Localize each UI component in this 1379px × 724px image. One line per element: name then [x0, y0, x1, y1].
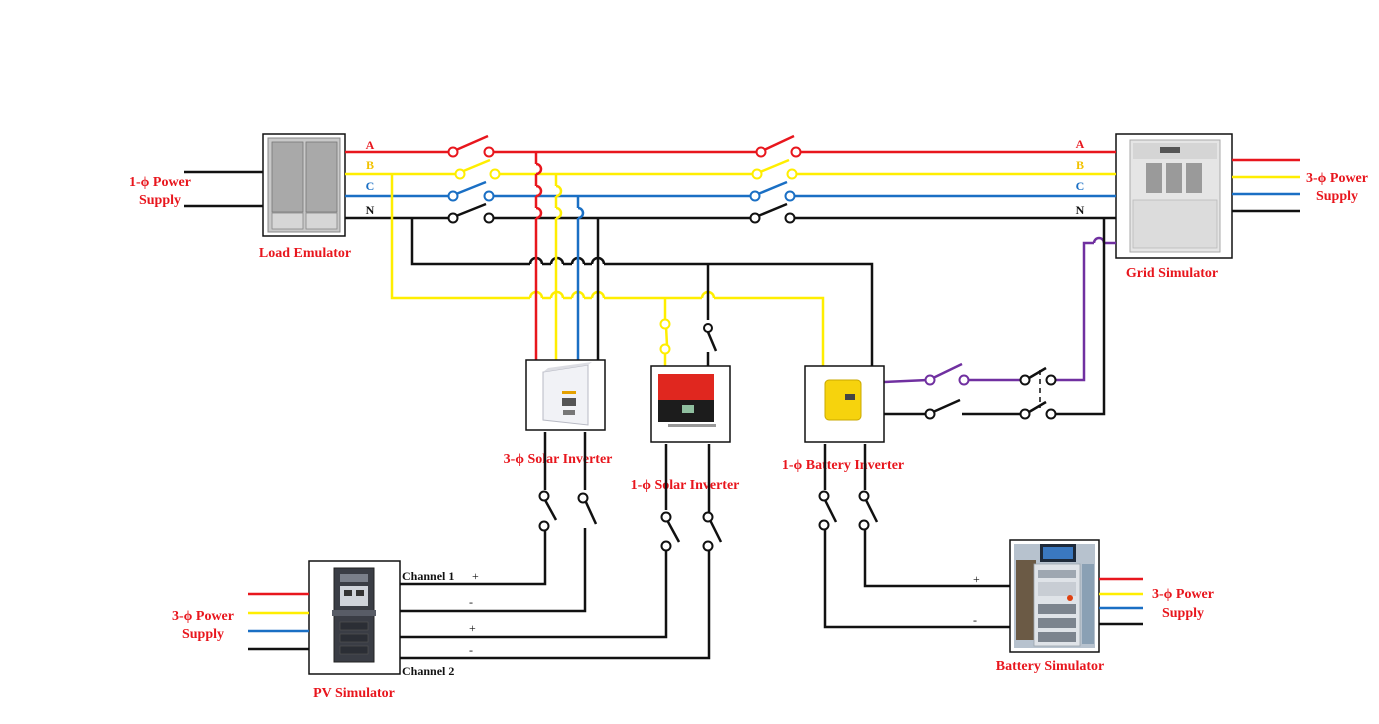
right-phase-c-label: C	[1076, 179, 1085, 193]
battery-terminal-labels: + -	[973, 572, 980, 627]
pv-channel-labels: Channel 1 + - + - Channel 2	[402, 569, 479, 678]
left-phase-a-label: A	[366, 138, 375, 152]
pv-supply: 3-ϕ Power Supply	[172, 592, 309, 651]
dc-wiring	[400, 432, 1010, 660]
pv-channel2-neg: -	[469, 643, 473, 657]
load-supply-label-line2: Supply	[139, 193, 181, 208]
left-neutral-label: N	[366, 203, 375, 217]
load-supply-label-line1: 1-ϕ Power	[129, 175, 191, 190]
battery-inverter-1ph: 1-ϕ Battery Inverter	[782, 365, 904, 473]
battery-simulator-label: Battery Simulator	[996, 659, 1104, 674]
left-phase-c-label: C	[366, 179, 375, 193]
right-neutral-label: N	[1076, 203, 1085, 217]
solar-inverter-3ph: 3-ϕ Solar Inverter	[504, 359, 613, 467]
pv-simulator: PV Simulator	[308, 560, 401, 701]
pv-channel1-label: Channel 1	[402, 569, 454, 583]
battery-inverter-1ph-label: 1-ϕ Battery Inverter	[782, 458, 904, 473]
load-supply: 1-ϕ Power Supply	[129, 170, 263, 208]
battery-simulator: Battery Simulator	[996, 539, 1104, 674]
pv-channel2-pos: +	[469, 621, 476, 635]
main-bus: A B C N A B C N	[345, 137, 1116, 220]
battery-rack-icon	[1014, 544, 1095, 648]
inverter-feed-switches	[659, 318, 1057, 420]
pv-channel2-label: Channel 2	[402, 664, 454, 678]
load-emulator-label: Load Emulator	[259, 246, 351, 261]
main-switch-left	[447, 134, 501, 224]
battery-supply: 3-ϕ Power Supply	[1099, 577, 1214, 626]
pv-rack-icon	[332, 567, 376, 663]
solar-inverter-1ph: 1-ϕ Solar Inverter	[631, 365, 740, 493]
solar-inverter-1ph-label: 1-ϕ Solar Inverter	[631, 478, 740, 493]
load-cabinet-icon	[267, 137, 341, 233]
solar-inverter-3ph-label: 3-ϕ Solar Inverter	[504, 452, 613, 467]
battery-supply-label-line1: 3-ϕ Power	[1152, 587, 1214, 602]
pv-supply-label-line2: Supply	[182, 627, 224, 642]
grid-simulator-icon	[1129, 139, 1221, 253]
battery-neg-label: -	[973, 613, 977, 627]
white-inverter-icon	[542, 362, 592, 426]
load-emulator: Load Emulator	[259, 133, 351, 261]
grid-simulator-label: Grid Simulator	[1126, 266, 1218, 281]
pv-simulator-label: PV Simulator	[313, 686, 395, 701]
red-inverter-icon	[658, 374, 716, 427]
main-switch-middle	[749, 134, 802, 224]
distribution-wiring	[390, 152, 1116, 416]
battery-pos-label: +	[973, 572, 980, 586]
pv-channel1-pos: +	[472, 569, 479, 583]
yellow-inverter-icon	[824, 379, 862, 421]
left-phase-b-label: B	[366, 158, 374, 172]
grid-supply-label-line2: Supply	[1316, 189, 1358, 204]
right-phase-b-label: B	[1076, 158, 1084, 172]
pv-channel1-neg: -	[469, 595, 473, 609]
grid-simulator: Grid Simulator	[1115, 133, 1233, 281]
grid-supply-label-line1: 3-ϕ Power	[1306, 171, 1368, 186]
grid-supply: 3-ϕ Power Supply	[1232, 158, 1368, 213]
battery-supply-label-line2: Supply	[1162, 606, 1204, 621]
pv-supply-label-line1: 3-ϕ Power	[172, 609, 234, 624]
right-phase-a-label: A	[1076, 137, 1085, 151]
